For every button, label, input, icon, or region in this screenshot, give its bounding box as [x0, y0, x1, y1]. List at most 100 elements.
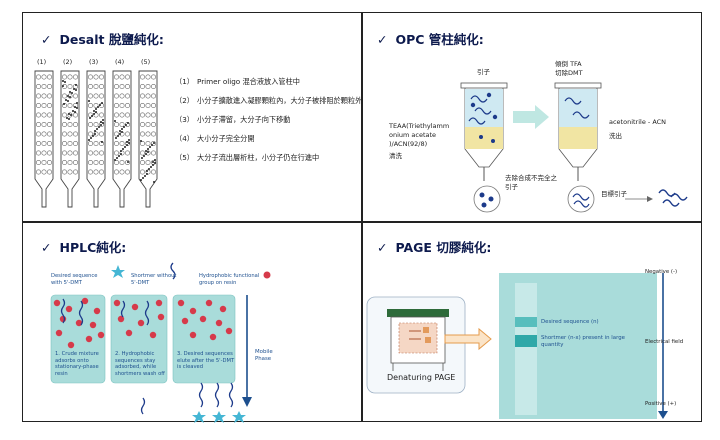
check-icon: ✓: [377, 32, 388, 47]
desalt-step-number: （5）: [175, 153, 194, 162]
hplc-step-line: 2. Hydrophobic: [115, 351, 155, 357]
resin-dot: [205, 299, 213, 307]
resin-dot: [157, 313, 165, 321]
opc-remove-2: 引子: [505, 183, 518, 191]
opc-title-text: OPC 管柱純化:: [395, 32, 484, 47]
resin-dot: [225, 327, 233, 335]
zoom-arrow: [444, 327, 492, 351]
hplc-step-line: is cleaved: [177, 364, 204, 370]
desalt-column: [112, 70, 132, 208]
opc-teaa-3: )/ACN(92/8): [389, 140, 428, 148]
check-icon: ✓: [41, 32, 52, 47]
legend-desired-2: with 5'-DMT: [51, 280, 82, 286]
opc-panel: ✓ OPC 管柱純化:: [363, 13, 703, 221]
resin-dot: [65, 305, 73, 313]
desalt-step-number: （1）: [175, 77, 194, 86]
resin-dot: [189, 307, 197, 315]
desalt-column: [60, 70, 80, 208]
positive-label: Positive (+): [645, 401, 677, 407]
negative-label: Negative (-): [645, 269, 678, 275]
mobile-phase-1: Mobile: [255, 349, 273, 355]
opc-cartridge-left: [460, 82, 508, 199]
desalt-title-text: Desalt 脫鹽純化:: [59, 32, 164, 47]
resin-dot: [117, 315, 125, 323]
opc-cartridge-right: [554, 82, 602, 199]
mobile-phase-2: Phase: [255, 356, 272, 362]
desalt-column: [86, 70, 106, 208]
hplc-step-line: 1. Crude mixture: [55, 351, 99, 357]
star-icon: [111, 265, 125, 278]
resin-dot: [85, 335, 93, 343]
hplc-step-line: stationary-phase: [55, 364, 99, 370]
desalt-column-label: (5): [141, 58, 151, 66]
resin-dot: [97, 331, 105, 339]
resin-dot: [59, 315, 67, 323]
opc-diagram: [460, 82, 688, 213]
desalt-step-text: 小分子滯留，大分子向下移動: [197, 115, 291, 124]
legend-hydrophobic-1: Hydrophobic functional: [199, 273, 260, 279]
hplc-box-3: [172, 294, 236, 384]
resin-dot: [137, 319, 145, 327]
horizontal-divider: [23, 221, 701, 223]
opc-remove-1: 去除合成不完全之: [505, 174, 557, 182]
shortmer-icon: [170, 262, 176, 280]
hplc-step-line: 3. Desired sequences: [177, 351, 233, 357]
opc-elute-label: 洗出: [609, 132, 622, 140]
resin-dot: [89, 321, 97, 329]
legend-desired-1: Desired sequence: [51, 273, 98, 279]
opc-acetonitrile-label: acetonitrile - ACN: [609, 118, 667, 126]
vertical-divider: [361, 13, 363, 421]
figure-frame: ✓Desalt 脫鹽純化: (1)(2)(3)(4)(5) （1）Primer …: [22, 12, 703, 423]
opc-teaa-1: TEAA(Triethylamm: [389, 122, 450, 130]
desalt-step-text: 小分子擴散進入凝膠顆粒內，大分子被排阻於顆粒外: [197, 96, 363, 105]
resin-dot: [75, 319, 83, 327]
desalt-step-text: 大小分子完全分開: [197, 134, 255, 143]
check-icon: ✓: [377, 240, 388, 255]
resin-dot: [199, 315, 207, 323]
opc-target-label: 目標引子: [601, 190, 627, 198]
hplc-step-line: elute after the 5'-DMT: [177, 357, 235, 364]
desalt-step-number: （4）: [175, 134, 194, 143]
hplc-diagram: [50, 262, 271, 423]
hplc-step-line: adsorbed, while: [115, 364, 157, 370]
desalt-column-label: (3): [89, 58, 99, 66]
resin-dot: [81, 297, 89, 305]
opc-wash-label: 清洗: [389, 152, 402, 160]
page-diagram: [366, 273, 668, 419]
resin-dot: [53, 299, 61, 307]
shortmer-band-label-1: Shortmer (n-x) present in large: [541, 335, 625, 341]
desalt-column-label: (4): [115, 58, 125, 66]
opc-deprotect-2: 切除DMT: [555, 69, 583, 77]
desalt-panel: ✓Desalt 脫鹽純化: (1)(2)(3)(4)(5) （1）Primer …: [23, 13, 363, 221]
legend-shortmer-1: Shortmer without: [131, 273, 177, 279]
legend-shortmer-2: 5'-DMT: [131, 280, 150, 286]
check-icon: ✓: [41, 240, 52, 255]
desalt-column-label: (2): [63, 58, 73, 66]
opc-primer-label: 引子: [477, 68, 490, 76]
resin-dot: [131, 303, 139, 311]
opc-title: ✓ OPC 管柱純化:: [377, 29, 484, 48]
hplc-panel: ✓ HPLC純化:: [23, 223, 361, 423]
resin-dot: [177, 299, 185, 307]
desalt-step-number: （2）: [175, 96, 194, 105]
desalt-step-number: （3）: [175, 115, 194, 124]
desired-band-label: Desired sequence (n): [541, 319, 599, 325]
gel-band-shortmer: [515, 335, 537, 347]
resin-dot: [215, 319, 223, 327]
resin-dot: [67, 341, 75, 349]
resin-dot: [113, 299, 121, 307]
red-dot-icon: [263, 271, 271, 279]
desalt-step-text: 大分子流出層析柱，小分子仍在行進中: [197, 153, 320, 162]
opc-target-circle: [567, 185, 595, 213]
desalt-columns-diagram: [34, 70, 158, 208]
page-panel: ✓PAGE 切膠純化: Denaturing PAGE Negativ: [363, 223, 703, 423]
resin-dot: [189, 331, 197, 339]
process-arrow: [513, 105, 549, 129]
hplc-box-2: [110, 294, 168, 384]
hplc-title-text: HPLC純化:: [59, 240, 127, 255]
hplc-step-line: sequences stay: [115, 357, 156, 364]
hplc-step-line: shortmers wash off: [115, 370, 165, 377]
page-title: ✓PAGE 切膠純化:: [377, 237, 491, 256]
desalt-title: ✓ Desalt 脫鹽純化:: [41, 29, 164, 48]
device-label: Denaturing PAGE: [387, 373, 456, 382]
